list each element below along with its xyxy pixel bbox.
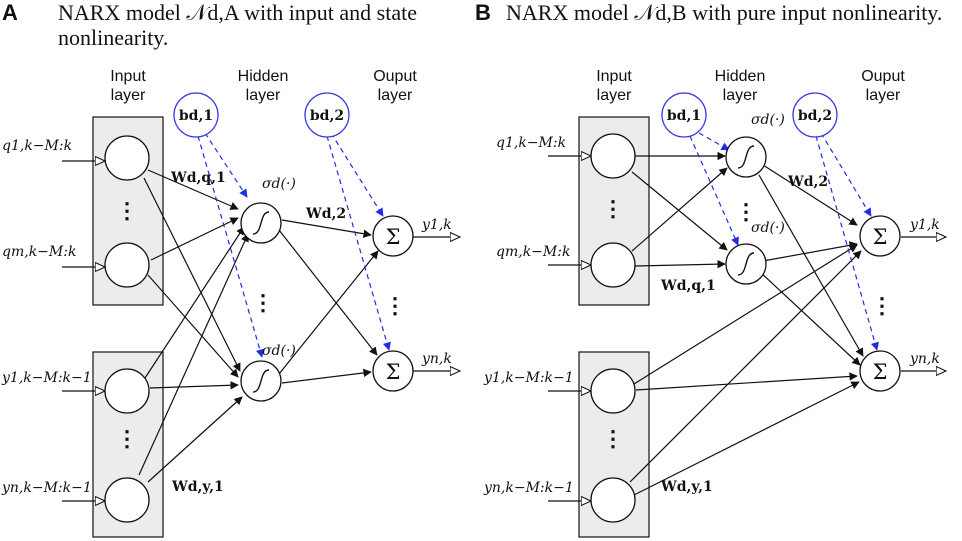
panel-b-edges [629, 151, 864, 496]
panel-a-input-qm-label: qm,k−M:k [2, 244, 76, 260]
panel-b-output-layer-label-2: layer [866, 87, 901, 104]
panel-a-input-dots-q: ⋮ [116, 198, 138, 224]
panel-a-title-line2: nonlinearity. [58, 25, 168, 50]
panel-a-hidden-layer-label-2: layer [246, 87, 281, 104]
panel-a-input-dots-y: ⋮ [116, 426, 138, 452]
sigmoid-icon [737, 252, 755, 276]
panel-b-hidden-layer-label-1: Hidden [715, 68, 766, 85]
panel-a-bias-output-label: bd,2 [310, 108, 344, 124]
sigmoid-icon [737, 145, 755, 169]
panel-a-input-node-y1 [104, 368, 150, 414]
panel-b-title: NARX model 𝒩d,B with pure input nonlinea… [506, 0, 942, 25]
panel-a-bias-hidden-label: bd,1 [179, 108, 213, 124]
panel-a-input-node-yn [104, 477, 150, 523]
panel-a-letter: A [2, 0, 18, 25]
panel-a-output-yn-label: yn,k [421, 351, 452, 367]
panel-b-input-yn-label: yn,k−M:k−1 [483, 480, 574, 496]
panel-a-input-y1-label: y1,k−M:k−1 [1, 370, 92, 386]
panel-a-output-layer-label-2: layer [378, 87, 413, 104]
panel-a-output-dots: ⋮ [384, 293, 406, 319]
panel-b-hidden-dots: ⋮ [735, 199, 757, 225]
panel-a-input-node-qm [104, 242, 150, 288]
panel-a-bias-node-output [304, 92, 350, 138]
panel-a-hidden-layer-label-1: Hidden [238, 68, 289, 85]
panel-b-output-y1-label: y1,k [909, 217, 940, 233]
panel-b-input-q1-label: q1,k−M:k [496, 135, 566, 151]
panel-b-bias-node-hidden [661, 92, 707, 138]
sigmoid-icon [252, 211, 270, 235]
panel-a-input-layer-label-1: Input [110, 68, 146, 85]
panel-b-weight-2-label: Wd,2 [787, 174, 828, 190]
panel-b-input-node-yn [590, 477, 636, 523]
panel-b-output-layer-label-1: Ouput [861, 68, 905, 85]
panel-b-output-yn-label: yn,k [909, 351, 940, 367]
panel-b-bias-output-label: bd,2 [798, 108, 832, 124]
panel-a-weight-q-label: Wd,q,1 [170, 170, 226, 186]
panel-b-output-node-n: Σ [859, 350, 901, 392]
panel-a-output-node-1: Σ [372, 215, 414, 257]
panel-b-weight-y-label: Wd,y,1 [660, 479, 713, 495]
panel-a-hidden-dots: ⋮ [252, 290, 274, 316]
panel-b-bias-edges [689, 132, 879, 351]
panel-b-output-dots: ⋮ [871, 293, 893, 319]
panel-a-weight-y-label: Wd,y,1 [171, 479, 224, 495]
panel-b-hidden-node-bottom [725, 243, 767, 285]
panel-b-input-qm-label: qm,k−M:k [496, 244, 570, 260]
panel-a-output-y1-label: y1,k [421, 217, 452, 233]
panel-b-letter: B [475, 0, 491, 25]
panel-a-sigma-bottom-label: σd(·) [262, 343, 296, 359]
panel-a-input-q1-label: q1,k−M:k [2, 138, 72, 154]
panel-a-weight-2-label: Wd,2 [305, 206, 346, 222]
panel-b-bias-node-output [792, 92, 838, 138]
panel-b-weight-q-label: Wd,q,1 [660, 278, 716, 294]
panel-b-sigma-top-label: σd(·) [751, 112, 785, 128]
panel-a-hidden-node-bottom [240, 360, 282, 402]
panel-a-sigma-top-label: σd(·) [262, 176, 296, 192]
panel-a-input-yn-label: yn,k−M:k−1 [1, 480, 92, 496]
panel-b-input-y1-label: y1,k−M:k−1 [483, 370, 574, 386]
panel-b: B NARX model 𝒩d,B with pure input nonlin… [475, 0, 946, 538]
panel-a-output-node-n: Σ [372, 350, 414, 392]
panel-b-output-node-1: Σ [859, 215, 901, 257]
panel-a-hidden-node-top [240, 202, 282, 244]
panel-b-input-dots-q: ⋮ [602, 196, 624, 222]
sum-icon: Σ [386, 225, 401, 249]
panel-b-hidden-node-top [725, 136, 767, 178]
sum-icon: Σ [386, 360, 401, 384]
sum-icon: Σ [873, 225, 888, 249]
panel-b-bias-hidden-label: bd,1 [667, 108, 701, 124]
panel-a-input-layer-label-2: layer [111, 87, 146, 104]
panel-b-input-node-q1 [590, 133, 636, 179]
panel-b-input-dots-y: ⋮ [602, 426, 624, 452]
panel-a-input-node-q1 [104, 135, 150, 181]
sigmoid-icon [252, 369, 270, 393]
panel-a-title-line1: NARX model 𝒩d,A with input and state [58, 0, 417, 25]
panel-a-edges [138, 169, 379, 483]
panel-a-bias-node-hidden [173, 92, 219, 138]
panel-b-hidden-layer-label-2: layer [723, 87, 758, 104]
panel-b-sigma-bottom-label: σd(·) [751, 220, 785, 236]
panel-a: A NARX model 𝒩d,A with input and state n… [1, 0, 460, 538]
panel-b-input-layer-label-2: layer [597, 87, 632, 104]
panel-b-input-node-qm [590, 242, 636, 288]
panel-b-input-node-y1 [590, 368, 636, 414]
panel-a-bias-edges [197, 132, 391, 358]
sum-icon: Σ [873, 360, 888, 384]
panel-a-output-layer-label-1: Ouput [373, 68, 417, 85]
panel-b-input-layer-label-1: Input [596, 68, 632, 85]
